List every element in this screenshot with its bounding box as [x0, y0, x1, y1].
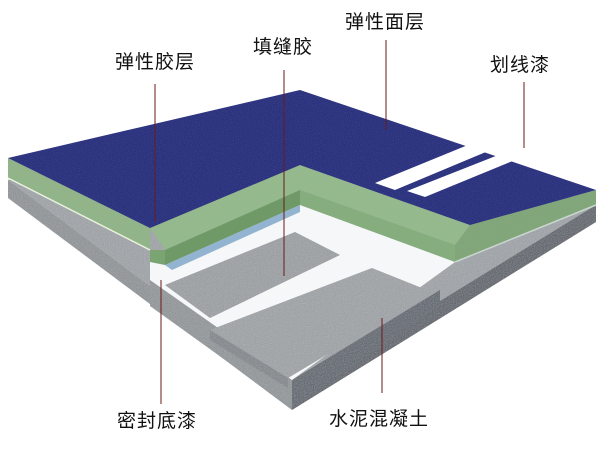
line-paint-stripe-2 [407, 148, 532, 197]
label-joint-filler: 填缝胶 [253, 36, 314, 58]
label-cement-concrete: 水泥混凝土 [329, 408, 430, 430]
concrete-strip-2 [210, 268, 432, 378]
concrete-strip-1 [165, 232, 340, 318]
leader-lines [154, 40, 525, 404]
label-elastic-top-layer: 弹性面层 [345, 11, 426, 33]
label-elastic-adhesive-layer: 弹性胶层 [115, 51, 196, 73]
elastic-adhesive-layer [7, 158, 597, 270]
concrete-right-face [292, 205, 596, 410]
label-sealing-primer: 密封底漆 [117, 410, 198, 432]
label-line-paint: 划线漆 [490, 54, 551, 76]
line-paint-stripe-1 [375, 138, 505, 190]
